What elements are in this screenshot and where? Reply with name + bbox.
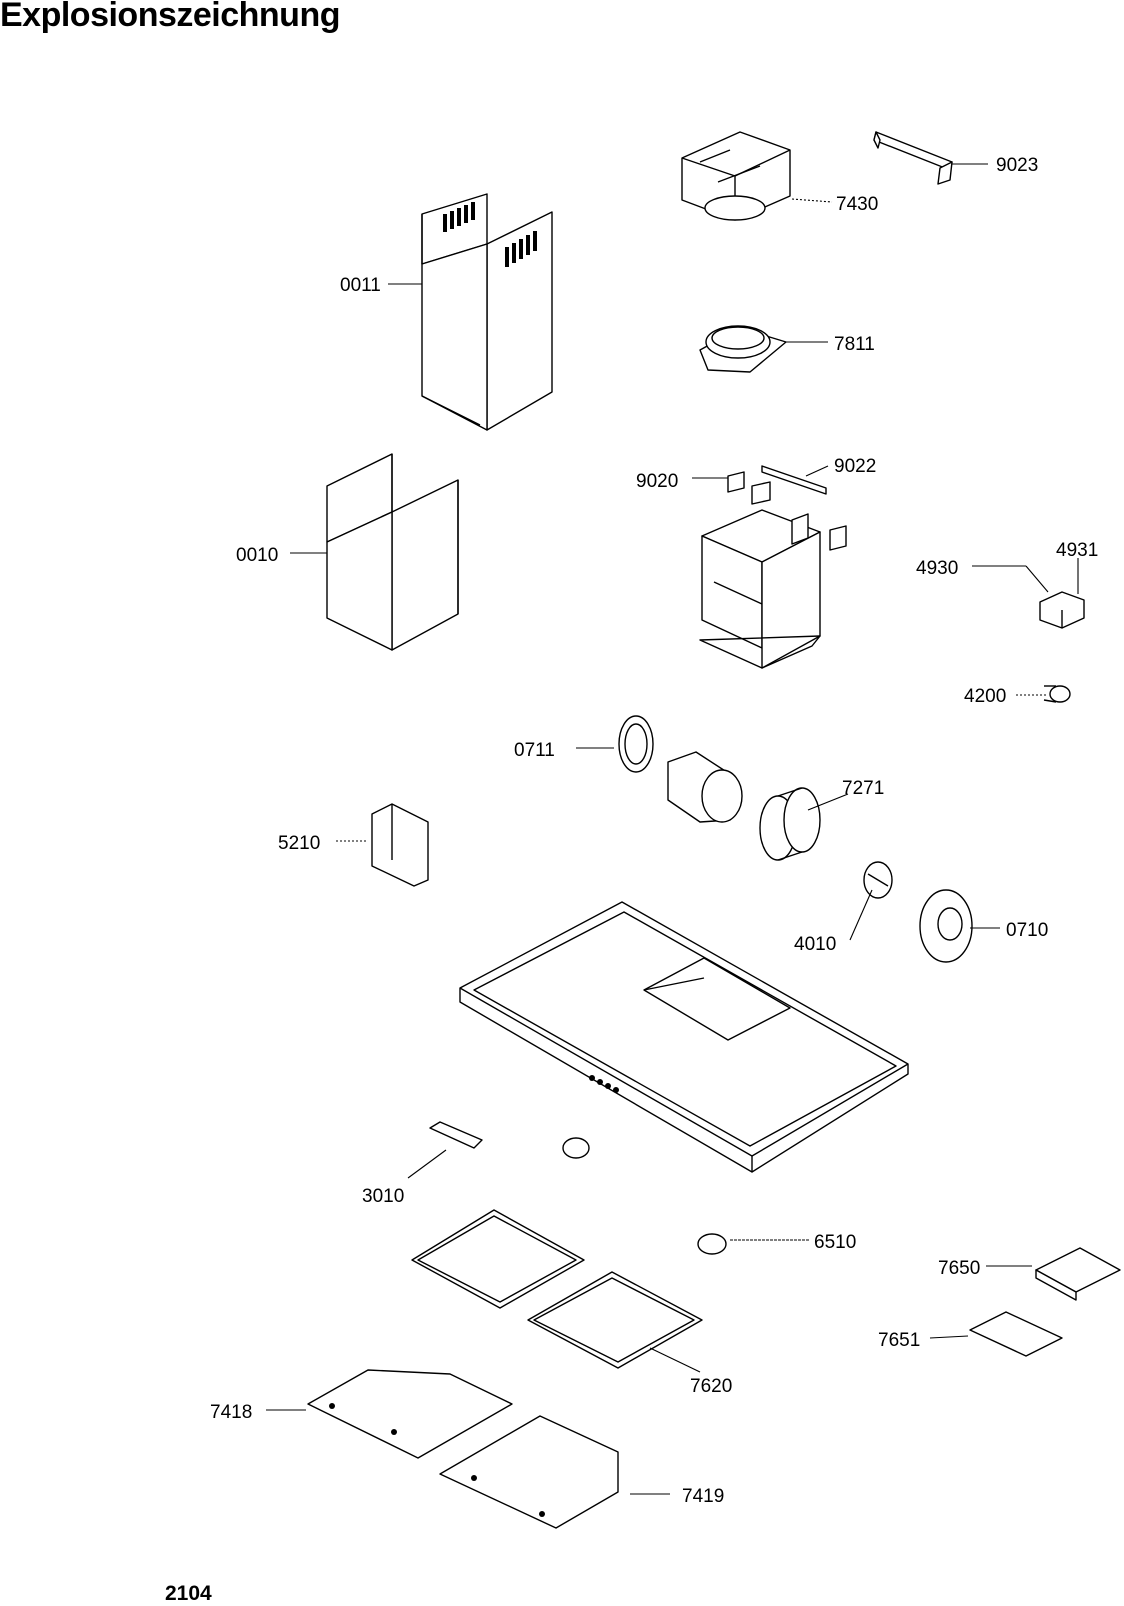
canopy-drawing — [459, 901, 909, 1173]
part-label-7271: 7271 — [842, 778, 884, 799]
page-title: Explosionszeichnung — [0, 0, 340, 34]
part-label-4931: 4931 — [1056, 540, 1098, 561]
plate-0710-drawing — [919, 889, 973, 963]
blower-wheel-7271-drawing — [759, 787, 821, 861]
part-label-4010: 4010 — [794, 934, 836, 955]
part-label-0711: 0711 — [514, 740, 555, 761]
upper-chimney-drawing — [421, 193, 553, 431]
part-label-7650: 7650 — [938, 1258, 980, 1279]
bracket-9023-drawing — [873, 131, 953, 185]
grille-0711-drawing — [618, 715, 654, 773]
part-label-0010: 0010 — [236, 545, 278, 566]
part-label-0710: 0710 — [1006, 920, 1048, 941]
control-3010-drawing — [429, 1121, 483, 1149]
carbon-filters-drawing — [969, 1247, 1121, 1357]
grease-filters-drawing — [411, 1209, 703, 1369]
part-label-0011: 0011 — [340, 275, 381, 296]
part-label-4930: 4930 — [916, 558, 958, 579]
motor-4010-drawing — [863, 861, 893, 899]
part-label-7430: 7430 — [836, 194, 878, 215]
panels-drawing — [307, 1369, 619, 1529]
page-number: 2104 — [165, 1582, 212, 1605]
adapter-7430-drawing — [681, 131, 791, 221]
part-labels: 0011 0010 7430 9023 7811 9020 9022 4930 … — [210, 155, 1098, 1507]
mount-parts-drawing — [727, 465, 847, 551]
part-label-9020: 9020 — [636, 471, 678, 492]
ring-7811-drawing — [699, 325, 787, 373]
part-label-7620: 7620 — [690, 1376, 732, 1397]
part-label-7418: 7418 — [210, 1402, 252, 1423]
box-5210-drawing — [371, 803, 429, 887]
part-label-9023: 9023 — [996, 155, 1038, 176]
scroll-housing-drawing — [667, 751, 743, 823]
part-label-3010: 3010 — [362, 1186, 404, 1207]
switch-4930-drawing — [1039, 591, 1085, 629]
part-label-5210: 5210 — [278, 833, 320, 854]
lower-chimney-drawing — [326, 453, 459, 651]
motor-housing-drawing — [699, 481, 821, 669]
leader-lines — [266, 163, 1079, 1495]
knobs-drawing — [562, 1137, 727, 1255]
part-label-9022: 9022 — [834, 456, 876, 477]
part-label-4200: 4200 — [964, 686, 1006, 707]
part-label-6510: 6510 — [814, 1232, 856, 1253]
lamp-4200-drawing — [1043, 685, 1071, 703]
part-label-7811: 7811 — [834, 334, 875, 355]
part-label-7651: 7651 — [878, 1330, 920, 1351]
part-label-7419: 7419 — [682, 1486, 724, 1507]
